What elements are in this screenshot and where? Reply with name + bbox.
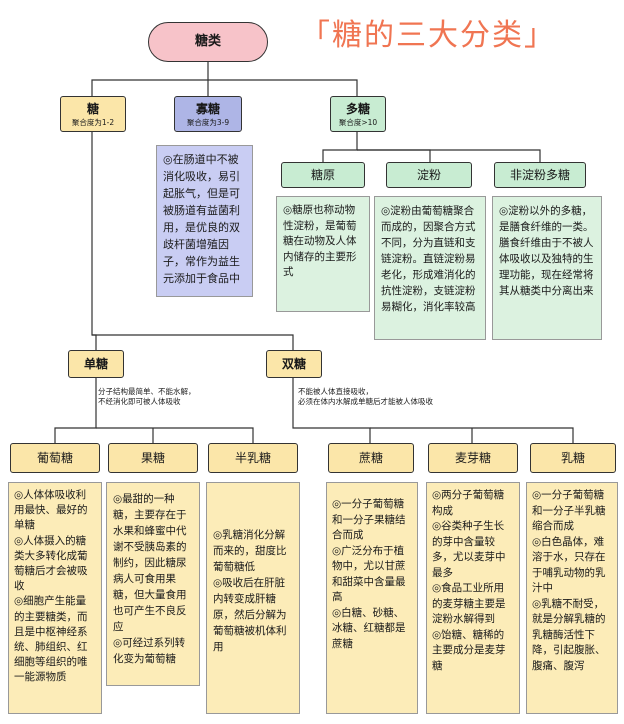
guatang-sub: 聚合度为3-9 — [186, 117, 230, 127]
bantang-desc-text: ◎乳糖消化分解而来的，甜度比葡萄糖低 ◎吸收后在肝脏内转变成肝糖原，然后分解为葡… — [213, 529, 287, 653]
tang-label: 糖 — [86, 101, 99, 116]
tangyuan-label: 糖原 — [310, 168, 335, 182]
connector-dantang-putaotang — [54, 378, 97, 443]
feidianfen-node: 非淀粉多糖 — [494, 162, 586, 188]
rutang-node: 乳糖 — [530, 443, 616, 473]
dianfen-node: 淀粉 — [386, 162, 472, 188]
rutang-label: 乳糖 — [560, 451, 585, 465]
shuangtang-note: 不能被人体直接吸收， 必须在体内水解成单糖后才能被人体吸收 — [298, 387, 433, 407]
dantang-note-line1: 分子结构最简单、不能水解， — [98, 387, 196, 396]
guatang-label: 寡糖 — [195, 101, 220, 116]
tang-sub: 聚合度为1-2 — [71, 117, 115, 127]
putaotang-desc-text: ◎人体体吸收利用最快、最好的单糖 ◎人体摄入的糖类大多转化成葡萄糖后才会被吸收 … — [14, 489, 88, 684]
root-label: 糖类 — [194, 34, 221, 49]
maiyatang-node: 麦芽糖 — [428, 443, 518, 473]
duotang-node: 多糖 聚合度>10 — [330, 96, 386, 132]
feidianfen-label: 非淀粉多糖 — [509, 168, 570, 182]
dianfen-desc: ◎淀粉由葡萄糖聚合而成的，因聚合方式不同，分为直链和支链淀粉。直链淀粉易老化，形… — [374, 196, 486, 340]
connector-root-duotang — [208, 79, 358, 96]
dianfen-label: 淀粉 — [416, 168, 441, 182]
zhetang-node: 蔗糖 — [328, 443, 414, 473]
shuangtang-node: 双糖 — [266, 350, 322, 378]
guatang-node: 寡糖 聚合度为3-9 — [174, 96, 242, 132]
connector-duotang-tangyuan — [322, 132, 358, 162]
connector-duotang-feidianfen — [357, 149, 541, 162]
maiyatang-desc: ◎两分子葡萄糖构成 ◎谷类种子生长的芽中含量较多，尤以麦芽中最多 ◎食品工业所用… — [426, 482, 520, 714]
guotang-label: 果糖 — [140, 451, 165, 465]
tangyuan-desc: ◎糖原也称动物性淀粉，是葡萄糖在动物及人体内储存的主要形式 — [276, 196, 370, 312]
page-title: 「糖的三大分类」 — [300, 18, 556, 53]
zhetang-desc: ◎一分子葡萄糖和一分子果糖结合而成 ◎广泛分布于植物中，尤以甘蔗和甜菜中含量最高… — [326, 482, 418, 714]
putaotang-node: 葡萄糖 — [10, 443, 100, 473]
tang-node: 糖 聚合度为1-2 — [60, 96, 126, 132]
maiyatang-label: 麦芽糖 — [454, 451, 491, 465]
shuangtang-label: 双糖 — [281, 357, 306, 371]
shuangtang-note-line1: 不能被人体直接吸收， — [298, 387, 373, 396]
bantang-desc: ◎乳糖消化分解而来的，甜度比葡萄糖低 ◎吸收后在肝脏内转变成肝糖原，然后分解为葡… — [206, 482, 300, 714]
rutang-desc-text: ◎一分子葡萄糖和一分子半乳糖缩合而成 ◎白色晶体，难溶于水，只存在于哺乳动物的乳… — [532, 489, 606, 672]
guotang-desc-text: ◎最甜的一种糖，主要存在于水果和蜂蜜中代谢不受胰岛素的制约，因此糖尿病人可食用果… — [113, 493, 187, 665]
shuangtang-note-line2: 必须在体内水解成单糖后才能被人体吸收 — [298, 397, 433, 406]
connector-tang-shuangtang — [92, 334, 294, 350]
connector-shuangtang-rutang — [370, 427, 574, 443]
duotang-sub: 聚合度>10 — [338, 117, 378, 127]
putaotang-desc: ◎人体体吸收利用最快、最好的单糖 ◎人体摄入的糖类大多转化成葡萄糖后才会被吸收 … — [8, 482, 102, 714]
tangyuan-node: 糖原 — [281, 162, 365, 188]
zhetang-desc-text: ◎一分子葡萄糖和一分子果糖结合而成 ◎广泛分布于植物中，尤以甘蔗和甜菜中含量最高… — [332, 498, 406, 650]
connector-shuangtang-zhetang — [292, 378, 371, 443]
dantang-node: 单糖 — [68, 350, 124, 378]
zhetang-label: 蔗糖 — [358, 451, 383, 465]
guotang-node: 果糖 — [108, 443, 198, 473]
feidianfen-desc: ◎淀粉以外的多糖，是膳食纤维的一类。膳食纤维由于不被人体吸收以及独特的生理功能，… — [492, 196, 602, 340]
bantang-node: 半乳糖 — [208, 443, 298, 473]
bantang-label: 半乳糖 — [234, 451, 271, 465]
guatang-desc: ◎在肠道中不被消化吸收，易引起胀气，但是可被肠道有益菌利用，是优良的双歧杆菌增殖… — [156, 145, 253, 297]
duotang-label: 多糖 — [345, 101, 370, 116]
dantang-note-line2: 不经消化即可被人体吸收 — [98, 397, 181, 406]
putaotang-label: 葡萄糖 — [36, 451, 73, 465]
connector-tang-dantang — [91, 132, 97, 350]
maiyatang-desc-text: ◎两分子葡萄糖构成 ◎谷类种子生长的芽中含量较多，尤以麦芽中最多 ◎食品工业所用… — [432, 489, 506, 672]
root-node: 糖类 — [148, 22, 268, 62]
guotang-desc: ◎最甜的一种糖，主要存在于水果和蜂蜜中代谢不受胰岛素的制约，因此糖尿病人可食用果… — [106, 482, 200, 686]
dantang-note: 分子结构最简单、不能水解， 不经消化即可被人体吸收 — [98, 387, 196, 407]
connector-duotang-dianfen — [357, 149, 431, 162]
dantang-label: 单糖 — [83, 357, 108, 371]
rutang-desc: ◎一分子葡萄糖和一分子半乳糖缩合而成 ◎白色晶体，难溶于水，只存在于哺乳动物的乳… — [526, 482, 618, 714]
connector-dantang-bantang — [96, 427, 254, 443]
connector-root-tang — [91, 62, 209, 96]
